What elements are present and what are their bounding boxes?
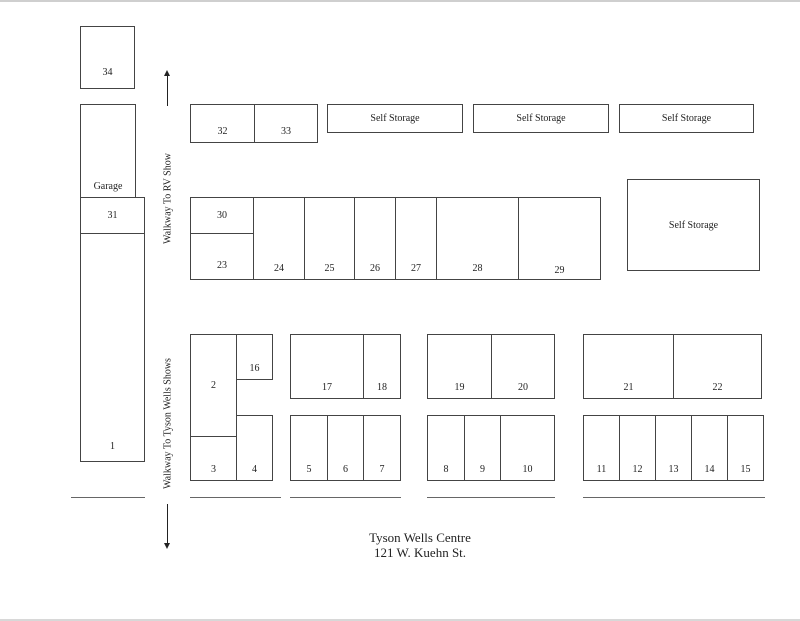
- unit-16: 16: [236, 334, 273, 380]
- unit-label: 28: [472, 263, 483, 274]
- unit-label: 14: [704, 464, 715, 475]
- unit-label: 27: [411, 263, 421, 274]
- unit-label: 23: [217, 260, 227, 271]
- unit-label: 32: [217, 126, 228, 137]
- unit-label: 3: [211, 464, 216, 475]
- unit-label: 4: [252, 464, 257, 475]
- unit-label: 18: [377, 382, 387, 393]
- unit-label: 31: [107, 210, 118, 221]
- unit-label: 21: [623, 382, 634, 393]
- unit-33: 33: [254, 104, 318, 143]
- unit-12: 12: [619, 415, 656, 481]
- map-title: Tyson Wells Centre 121 W. Kuehn St.: [320, 530, 520, 560]
- unit-2: 2: [190, 334, 237, 437]
- unit-19: 19: [427, 334, 492, 399]
- unit-6: 6: [327, 415, 364, 481]
- unit-29: 29: [518, 197, 601, 280]
- unit-10: 10: [500, 415, 555, 481]
- unit-1: 1: [80, 233, 145, 462]
- title-name: Tyson Wells Centre: [369, 530, 471, 545]
- self-storage-4: Self Storage: [627, 179, 760, 271]
- unit-28: 28: [436, 197, 519, 280]
- unit-11: 11: [583, 415, 620, 481]
- self-storage-1: Self Storage: [327, 104, 463, 133]
- curb-line: [71, 497, 145, 498]
- unit-label: 11: [596, 464, 607, 475]
- unit-label: 33: [281, 126, 291, 137]
- unit-label: 26: [370, 263, 380, 274]
- unit-label: Self Storage: [668, 219, 719, 231]
- unit-label: Self Storage: [516, 113, 566, 124]
- unit-label: 2: [211, 380, 216, 391]
- unit-label: 22: [712, 382, 723, 393]
- unit-label: 19: [454, 382, 465, 393]
- unit-label: 30: [217, 210, 227, 221]
- unit-34: 34: [80, 26, 135, 89]
- unit-label: 5: [306, 464, 312, 475]
- unit-9: 9: [464, 415, 501, 481]
- title-address: 121 W. Kuehn St.: [373, 545, 467, 560]
- unit-20: 20: [491, 334, 555, 399]
- unit-26: 26: [354, 197, 396, 280]
- unit-15: 15: [727, 415, 764, 481]
- garage-label: Garage: [93, 181, 123, 192]
- unit-label: 12: [632, 464, 643, 475]
- unit-30: 30: [190, 197, 254, 234]
- unit-7: 7: [363, 415, 401, 481]
- unit-21: 21: [583, 334, 674, 399]
- unit-label: 6: [343, 464, 348, 475]
- unit-31: 31: [80, 197, 145, 234]
- walkway-tyson-label: Walkway To Tyson Wells Shows: [162, 358, 174, 489]
- unit-18: 18: [363, 334, 401, 399]
- unit-25: 25: [304, 197, 355, 280]
- unit-label: 9: [480, 464, 485, 475]
- curb-line: [583, 497, 765, 498]
- unit-label: 8: [443, 464, 449, 475]
- unit-4: 4: [236, 415, 273, 481]
- self-storage-2: Self Storage: [473, 104, 609, 133]
- arrow-up-icon: [164, 70, 170, 106]
- walkway-rv-label: Walkway To RV Show: [162, 153, 174, 244]
- arrow-down-icon: [164, 504, 170, 549]
- unit-8: 8: [427, 415, 465, 481]
- unit-3: 3: [190, 436, 237, 481]
- garage: Garage: [80, 104, 136, 198]
- unit-32: 32: [190, 104, 255, 143]
- unit-14: 14: [691, 415, 728, 481]
- unit-24: 24: [253, 197, 305, 280]
- curb-line: [290, 497, 401, 498]
- curb-line: [190, 497, 281, 498]
- unit-label: 34: [102, 67, 113, 78]
- unit-label: 1: [110, 441, 115, 452]
- unit-label: Self Storage: [661, 113, 712, 124]
- unit-label: 10: [522, 464, 533, 475]
- unit-22: 22: [673, 334, 762, 399]
- curb-line: [427, 497, 555, 498]
- self-storage-3: Self Storage: [619, 104, 754, 133]
- unit-label: 20: [518, 382, 528, 393]
- unit-label: 24: [274, 263, 284, 274]
- unit-label: 25: [324, 263, 335, 274]
- unit-label: 16: [249, 363, 260, 374]
- unit-5: 5: [290, 415, 328, 481]
- unit-label: 13: [668, 464, 679, 475]
- unit-label: 15: [740, 464, 751, 475]
- unit-label: 7: [379, 464, 385, 475]
- unit-label: 17: [322, 382, 332, 393]
- unit-17: 17: [290, 334, 364, 399]
- unit-23: 23: [190, 233, 254, 280]
- unit-13: 13: [655, 415, 692, 481]
- unit-label: 29: [554, 265, 565, 276]
- unit-label: Self Storage: [370, 113, 420, 124]
- unit-27: 27: [395, 197, 437, 280]
